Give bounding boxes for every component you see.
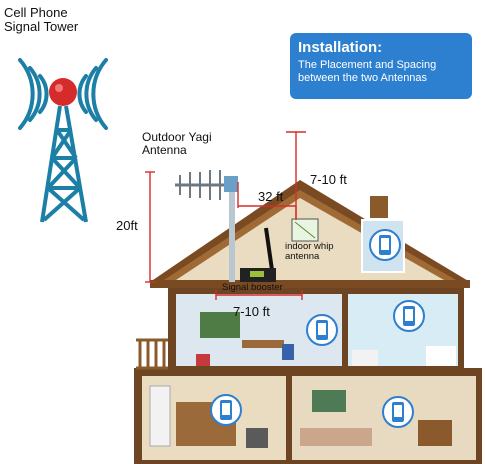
whip-label: indoor whip antenna xyxy=(285,242,334,262)
whip-antenna-icon xyxy=(291,218,319,242)
booster-separation-label: 7-10 ft xyxy=(233,304,270,319)
whip-label-line1: indoor whip xyxy=(285,241,334,252)
signal-booster-icon xyxy=(240,227,276,282)
installation-box: Installation: The Placement and Spacing … xyxy=(290,33,472,99)
phone-signal-icon xyxy=(210,229,425,428)
yagi-label-line2: Antenna xyxy=(142,142,187,157)
height-label: 20ft xyxy=(116,218,138,233)
installation-subtitle-line2: between the two Antennas xyxy=(298,71,428,84)
tower-label-line2: Signal Tower xyxy=(4,18,79,34)
yagi-label: Outdoor Yagi Antenna xyxy=(142,131,212,156)
booster-label: Signal booster xyxy=(222,282,283,293)
vertical-separation-label: 7-10 ft xyxy=(310,172,347,187)
distance-markers xyxy=(145,131,306,300)
tower-label-line1: Cell Phone xyxy=(4,5,68,20)
antenna-separation-label: 32 ft xyxy=(258,189,284,204)
whip-label-line2: antenna xyxy=(285,250,320,262)
yagi-label-line1: Outdoor Yagi xyxy=(142,130,212,144)
installation-subtitle-line1: The Placement and Spacing xyxy=(298,59,437,71)
yagi-antenna-icon xyxy=(175,170,238,282)
tower-label: Cell Phone Signal Tower xyxy=(4,6,78,33)
installation-title: Installation: xyxy=(298,39,383,56)
cell-tower-icon xyxy=(18,58,108,223)
